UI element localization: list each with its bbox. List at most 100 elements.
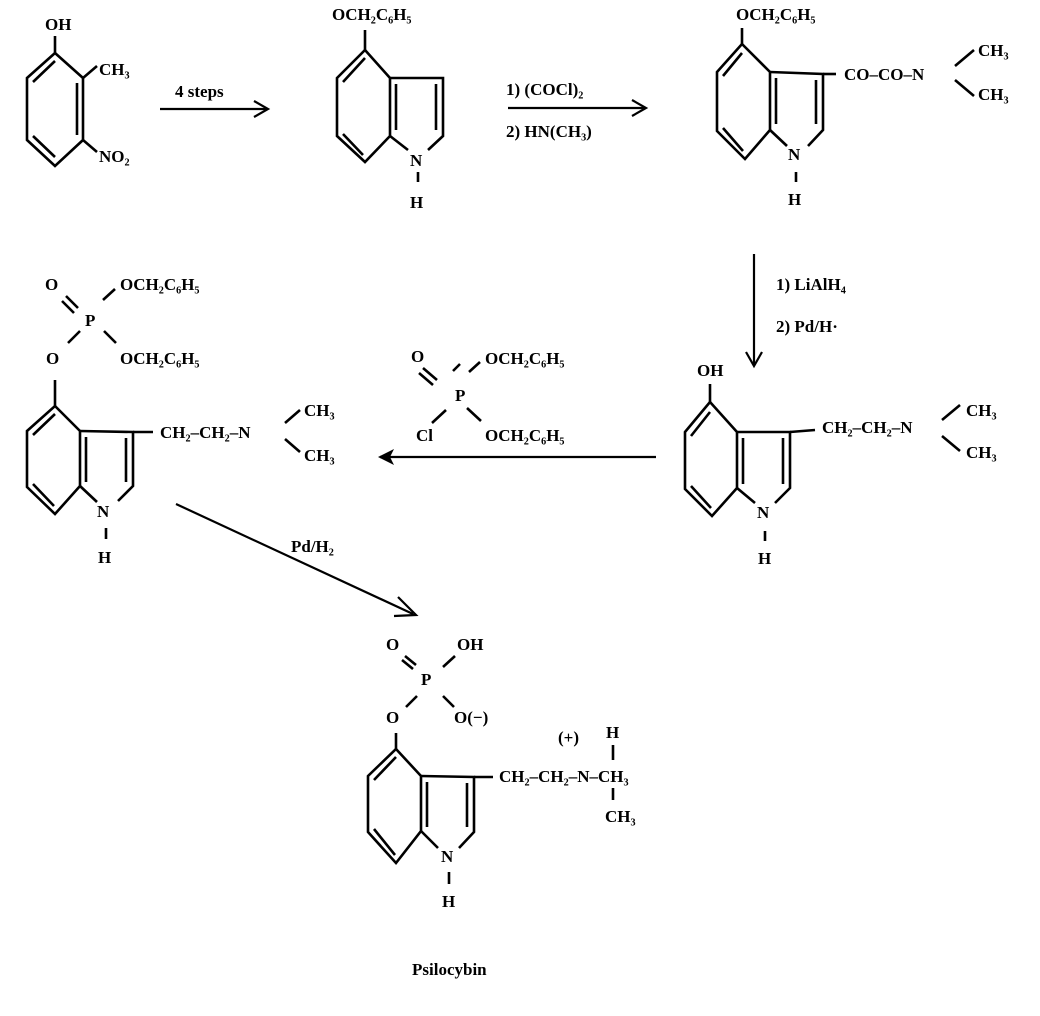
double-bond [422, 367, 438, 381]
oh-label: OH [45, 15, 71, 34]
compound-dibenzyl-phosphate-ester: O P OCH₂C₆H₅ O OCH₂C₆H₅ CH₂–CH₂–N CH₃ CH… [25, 275, 335, 567]
double-bond [61, 300, 75, 314]
bond [452, 363, 461, 372]
reaction-condition: 4 steps [175, 82, 224, 101]
bond [736, 487, 756, 504]
bond [442, 695, 455, 708]
methyl-label: CH₃ [978, 85, 1009, 104]
compound-name-label: Psilocybin [412, 960, 487, 979]
compound-glyoxamide: OCH₂C₆H₅ CO–CO–N CH₃ CH₃ N H [715, 5, 1009, 209]
ammonium-chain-label: CH₂–CH₂–N–CH₃ [499, 767, 629, 786]
bond [102, 288, 116, 301]
reaction-condition: 2) Pd/H· [776, 317, 838, 336]
ester-oxygen-label: O [386, 708, 399, 727]
methyl-label: CH₃ [304, 446, 335, 465]
double-bond [722, 127, 744, 152]
pyrrole-ring [79, 429, 135, 502]
arrow-head [378, 449, 394, 465]
phosphorus-label: P [85, 311, 95, 330]
ethylamine-chain-label: CH₂–CH₂–N [822, 418, 913, 437]
pyrrole-ring [390, 76, 445, 151]
phosphorus-label: P [455, 386, 465, 405]
hydrogen-label: H [758, 549, 771, 568]
double-bond [32, 135, 56, 158]
double-bond [32, 60, 56, 83]
bond [82, 139, 98, 153]
reaction-condition: 1) (COCl)₂ [506, 80, 583, 99]
pyrrole-ring [769, 70, 825, 147]
nitrogen-label: N [788, 145, 801, 164]
double-bond [32, 483, 55, 507]
reagent-dibenzyl-phosphorochloridate: O P Cl OCH₂C₆H₅ OCH₂C₆H₅ [411, 347, 565, 445]
compound-nitrophenol: OH CH₃ NO₂ [25, 15, 130, 168]
reaction-arrow-step4 [378, 449, 656, 465]
double-bond [372, 828, 397, 856]
pyrrole-ring [737, 430, 792, 504]
hydrogen-label: H [442, 892, 455, 911]
bond [954, 79, 975, 97]
methyl-label: CH₃ [966, 401, 997, 420]
benzene-ring [25, 51, 85, 168]
compound-benzyloxyindole: OCH₂C₆H₅ N H [332, 5, 445, 212]
reaction-arrow-step5: Pd/H₂ [175, 503, 419, 618]
benzyloxy-label: OCH₂C₆H₅ [332, 5, 412, 24]
reaction-condition: Pd/H₂ [291, 537, 334, 556]
benzyloxy-label: OCH₂C₆H₅ [120, 349, 200, 368]
benzene-ring [715, 42, 772, 161]
bond [468, 361, 481, 373]
nitrogen-label: N [97, 502, 110, 521]
double-bond [342, 57, 366, 83]
ethylamine-chain-label: CH₂–CH₂–N [160, 423, 251, 442]
arrow-head [631, 99, 649, 117]
arrow-head [393, 596, 419, 618]
hydrogen-label: H [788, 190, 801, 209]
oxygen-label: O [386, 635, 399, 654]
bond [284, 438, 301, 453]
reaction-condition: 1) LiAlH₄ [776, 275, 846, 294]
bond [79, 485, 98, 503]
bond [466, 407, 482, 422]
bond [769, 129, 788, 147]
arrow-head [253, 100, 271, 118]
nitro-label: NO₂ [99, 147, 130, 166]
benzyloxy-label: OCH₂C₆H₅ [485, 349, 565, 368]
double-bond [65, 295, 79, 309]
nitrogen-label: N [757, 503, 770, 522]
double-bond [32, 413, 56, 436]
bond [442, 655, 456, 668]
hydroxyl-label: OH [697, 361, 723, 380]
double-bond [721, 52, 744, 77]
ester-oxygen-label: O [46, 349, 59, 368]
hydrogen-label: H [410, 193, 423, 212]
bond [82, 65, 98, 79]
oxygen-label: O [45, 275, 58, 294]
methyl-label: CH₃ [99, 60, 130, 79]
bond [67, 330, 81, 344]
bond [420, 830, 439, 849]
reaction-arrow-step1: 4 steps [160, 82, 271, 118]
chlorine-label: Cl [416, 426, 433, 445]
compound-psilocybin: O P OH O O(−) (+) H CH₂–CH₂–N–CH₃ CH₃ N … [366, 635, 636, 979]
hydroxyl-label: OH [457, 635, 483, 654]
double-bond [401, 658, 414, 671]
glyoxamide-chain-label: CO–CO–N [844, 65, 925, 84]
phosphorus-label: P [421, 670, 431, 689]
hydrogen-label: H [98, 548, 111, 567]
benzene-ring [25, 404, 82, 516]
pyrrole-ring [420, 774, 476, 849]
double-bond [690, 485, 712, 509]
bond [789, 428, 816, 434]
bond [954, 49, 975, 67]
reaction-arrow-step2: 1) (COCl)₂ 2) HN(CH₃) [506, 80, 649, 141]
bond [405, 695, 418, 708]
double-bond [418, 372, 434, 386]
bond [389, 134, 409, 152]
arrow-head [745, 351, 763, 369]
methyl-label: CH₃ [304, 401, 335, 420]
reaction-condition: 2) HN(CH₃) [506, 122, 592, 141]
compound-psilocin: OH CH₂–CH₂–N CH₃ CH₃ N H [683, 361, 997, 568]
bond [284, 409, 301, 424]
benzyloxy-label: OCH₂C₆H₅ [736, 5, 816, 24]
benzene-ring [683, 400, 739, 518]
double-bond [404, 654, 417, 667]
